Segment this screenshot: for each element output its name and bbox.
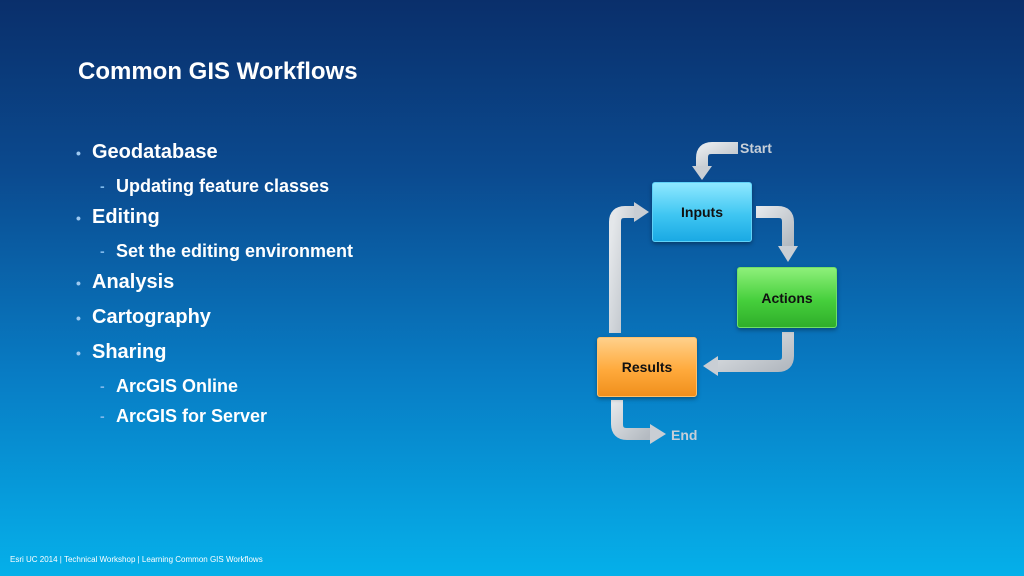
bullet-label: Geodatabase xyxy=(92,141,218,163)
inputs-to-actions-arrow xyxy=(756,206,794,246)
results-node: Results xyxy=(597,337,697,397)
bullet-item-editing: • Editing xyxy=(76,205,516,240)
bullet-label: Analysis xyxy=(92,271,175,293)
bullet-list: • Geodatabase - Updating feature classes… xyxy=(76,140,516,435)
sub-bullet-label: Set the editing environment xyxy=(116,241,354,261)
dash-icon: - xyxy=(100,243,105,259)
bullet-dot-icon: • xyxy=(76,275,81,291)
inputs-to-actions-arrowhead xyxy=(778,246,798,262)
sub-bullet-item: - Set the editing environment xyxy=(76,240,516,270)
sub-bullet-label: ArcGIS for Server xyxy=(116,406,268,426)
dash-icon: - xyxy=(100,378,105,394)
dash-icon: - xyxy=(100,178,105,194)
bullet-item-cartography: • Cartography xyxy=(76,305,516,340)
bullet-dot-icon: • xyxy=(76,210,81,226)
end-label: End xyxy=(671,427,698,443)
actions-node: Actions xyxy=(737,267,837,328)
actions-to-results-arrowhead xyxy=(703,356,718,376)
start-arrowhead xyxy=(692,166,712,180)
bullet-dot-icon: • xyxy=(76,345,81,361)
results-to-inputs-arrowhead xyxy=(634,202,649,222)
start-arrow xyxy=(696,142,738,166)
bullet-label: Sharing xyxy=(92,341,167,363)
slide-footer: Esri UC 2014 | Technical Workshop | Lear… xyxy=(10,555,263,564)
sub-bullet-label: ArcGIS Online xyxy=(116,376,239,396)
start-label: Start xyxy=(740,140,772,156)
actions-to-results-arrow xyxy=(718,332,794,372)
dash-icon: - xyxy=(100,408,105,424)
bullet-item-geodatabase: • Geodatabase xyxy=(76,140,516,175)
sub-bullet-item: - ArcGIS for Server xyxy=(76,405,516,435)
end-arrow xyxy=(611,400,650,440)
bullet-label: Cartography xyxy=(92,306,211,328)
end-arrowhead xyxy=(650,424,666,444)
bullet-dot-icon: • xyxy=(76,310,81,326)
bullet-item-analysis: • Analysis xyxy=(76,270,516,305)
bullet-item-sharing: • Sharing xyxy=(76,340,516,375)
bullet-dot-icon: • xyxy=(76,145,81,161)
sub-bullet-item: - Updating feature classes xyxy=(76,175,516,205)
sub-bullet-label: Updating feature classes xyxy=(116,176,330,196)
bullet-label: Editing xyxy=(92,206,160,228)
results-to-inputs-arrow xyxy=(609,206,634,333)
sub-bullet-item: - ArcGIS Online xyxy=(76,375,516,405)
slide-title: Common GIS Workflows xyxy=(78,58,358,85)
inputs-node: Inputs xyxy=(652,182,752,242)
